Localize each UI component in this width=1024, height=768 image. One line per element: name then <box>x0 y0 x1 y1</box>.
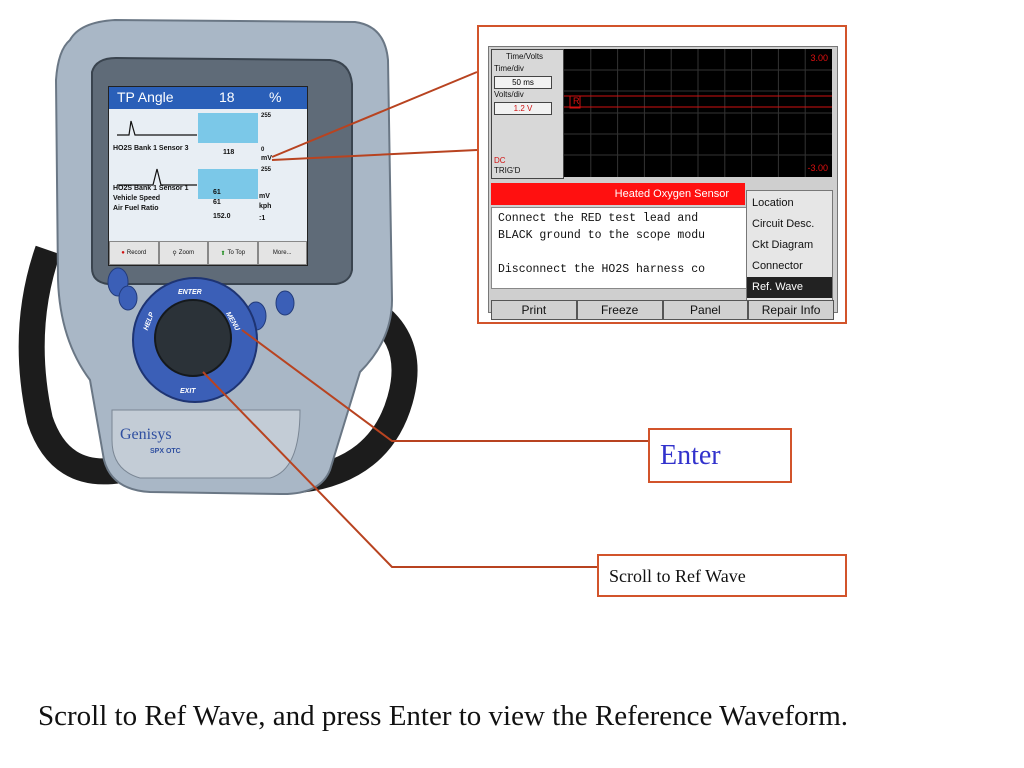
slide-caption: Scroll to Ref Wave, and press Enter to v… <box>38 700 849 732</box>
device-sensor1-label: HO2S Bank 1 Sensor 1 <box>113 185 189 192</box>
coupling-label: DC <box>494 156 506 165</box>
scope-zoom-panel: Time/Volts Time/div 50 ms Volts/div 1.2 … <box>477 25 847 324</box>
enter-line <box>241 329 648 442</box>
scope-screen: Time/Volts Time/div 50 ms Volts/div 1.2 … <box>488 46 838 320</box>
menu-item-ckt-diagram[interactable]: Ckt Diagram <box>752 239 814 251</box>
instruction-line-4: Disconnect the HO2S harness co <box>498 263 706 276</box>
device-sensor1-value: 61 <box>213 189 221 196</box>
instruction-line-1: Connect the RED test lead and <box>498 212 699 225</box>
grid-bottom-value: -3.00 <box>807 163 828 173</box>
device-sensor1-unit: mV <box>259 193 270 200</box>
enter-callout: Enter <box>648 428 792 483</box>
strap-left <box>18 245 123 485</box>
freeze-button[interactable]: Freeze <box>576 300 663 320</box>
device-maker: SPX OTC <box>150 448 181 455</box>
lower-panel <box>111 409 301 479</box>
time-volts-panel: Time/Volts Time/div 50 ms Volts/div 1.2 … <box>491 49 564 179</box>
device-scale-zero: 0 <box>261 147 265 153</box>
device-sensor3-label: HO2S Bank 1 Sensor 3 <box>113 145 189 152</box>
exit-key-label[interactable]: EXIT <box>180 388 196 395</box>
scroll-callout: Scroll to Ref Wave <box>597 554 847 597</box>
graph-trace-1 <box>117 120 197 136</box>
device-zoom-button[interactable]: ⚲Zoom <box>158 241 208 265</box>
device-sensor3-value: 118 <box>223 149 235 156</box>
scroll-line <box>202 371 597 568</box>
trigger-label: TRIG'D <box>494 166 521 175</box>
scan-tool-device: TP Angle 18 % 255 0 mV 255 HO2S Bank 1 S… <box>0 0 470 500</box>
device-to-top-button[interactable]: ⬆To Top <box>208 241 258 265</box>
device-afr-unit: :1 <box>259 215 266 222</box>
device-scale-top-2: 255 <box>261 167 272 173</box>
zoom-line-top <box>271 71 478 158</box>
device-afr-value: 152.0 <box>213 213 231 220</box>
device-record-button[interactable]: ●Record <box>109 241 159 265</box>
zoom-line-bottom <box>271 149 478 161</box>
device-more-button[interactable]: More... <box>257 241 307 265</box>
device-speed-unit: kph <box>259 203 272 210</box>
menu-item-location[interactable]: Location <box>752 197 794 209</box>
time-div-field[interactable]: 50 ms <box>494 76 552 89</box>
grid-marker: R <box>573 96 580 106</box>
enter-key-label[interactable]: ENTER <box>178 289 202 296</box>
device-brand: Genisys <box>120 426 172 443</box>
device-speed-value: 61 <box>213 199 221 206</box>
device-softkey-bar: ●Record ⚲Zoom ⬆To Top More... <box>109 241 307 265</box>
info-menu: Location Circuit Desc. Ckt Diagram Conne… <box>746 190 833 302</box>
enter-callout-text: Enter <box>660 440 721 471</box>
device-scale-unit: mV <box>261 155 272 162</box>
device-screen-title-unit: % <box>269 89 282 105</box>
dpad-center[interactable] <box>154 299 232 377</box>
left-button-2[interactable] <box>118 285 138 311</box>
repair-info-button[interactable]: Repair Info <box>748 300 834 320</box>
grid-top-value: 3.00 <box>810 53 828 63</box>
device-screen: TP Angle 18 % 255 0 mV 255 HO2S Bank 1 S… <box>108 86 308 266</box>
graph-bar-2 <box>198 169 258 199</box>
volts-div-label: Volts/div <box>494 90 524 99</box>
time-div-label: Time/div <box>494 64 524 73</box>
panel-button[interactable]: Panel <box>662 300 749 320</box>
volts-div-field[interactable]: 1.2 V <box>494 102 552 115</box>
device-scale-top: 255 <box>261 113 272 119</box>
sensor-title-bar: Heated Oxygen Sensor <box>491 183 745 205</box>
record-dot-icon: ● <box>121 250 125 256</box>
right-button-2[interactable] <box>275 290 295 316</box>
scroll-callout-text: Scroll to Ref Wave <box>609 566 746 586</box>
instruction-line-2: BLACK ground to the scope modu <box>498 229 706 242</box>
time-volts-header: Time/Volts <box>506 52 544 61</box>
scope-grid-lines <box>564 49 832 177</box>
menu-item-connector[interactable]: Connector <box>752 260 803 272</box>
print-button[interactable]: Print <box>491 300 577 320</box>
graph-trace-2 <box>117 168 197 186</box>
menu-item-ref-wave[interactable]: Ref. Wave <box>747 277 832 298</box>
arrow-up-icon: ⬆ <box>220 250 226 257</box>
device-screen-title-value: 18 <box>219 89 235 105</box>
marker-box <box>569 95 581 109</box>
device-screen-title: TP Angle <box>117 89 174 105</box>
device-screen-title-bar: TP Angle 18 % <box>109 87 307 109</box>
device-speed-label: Vehicle Speed <box>113 195 161 202</box>
graph-bar-1 <box>198 113 258 143</box>
menu-item-circuit-desc[interactable]: Circuit Desc. <box>752 218 815 230</box>
zoom-icon: ⚲ <box>172 250 177 257</box>
scope-grid: R 3.00 -3.00 <box>564 49 832 177</box>
device-afr-label: Air Fuel Ratio <box>113 205 159 212</box>
scope-button-bar: Print Freeze Panel Repair Info <box>491 300 834 320</box>
device-graph <box>117 113 258 199</box>
